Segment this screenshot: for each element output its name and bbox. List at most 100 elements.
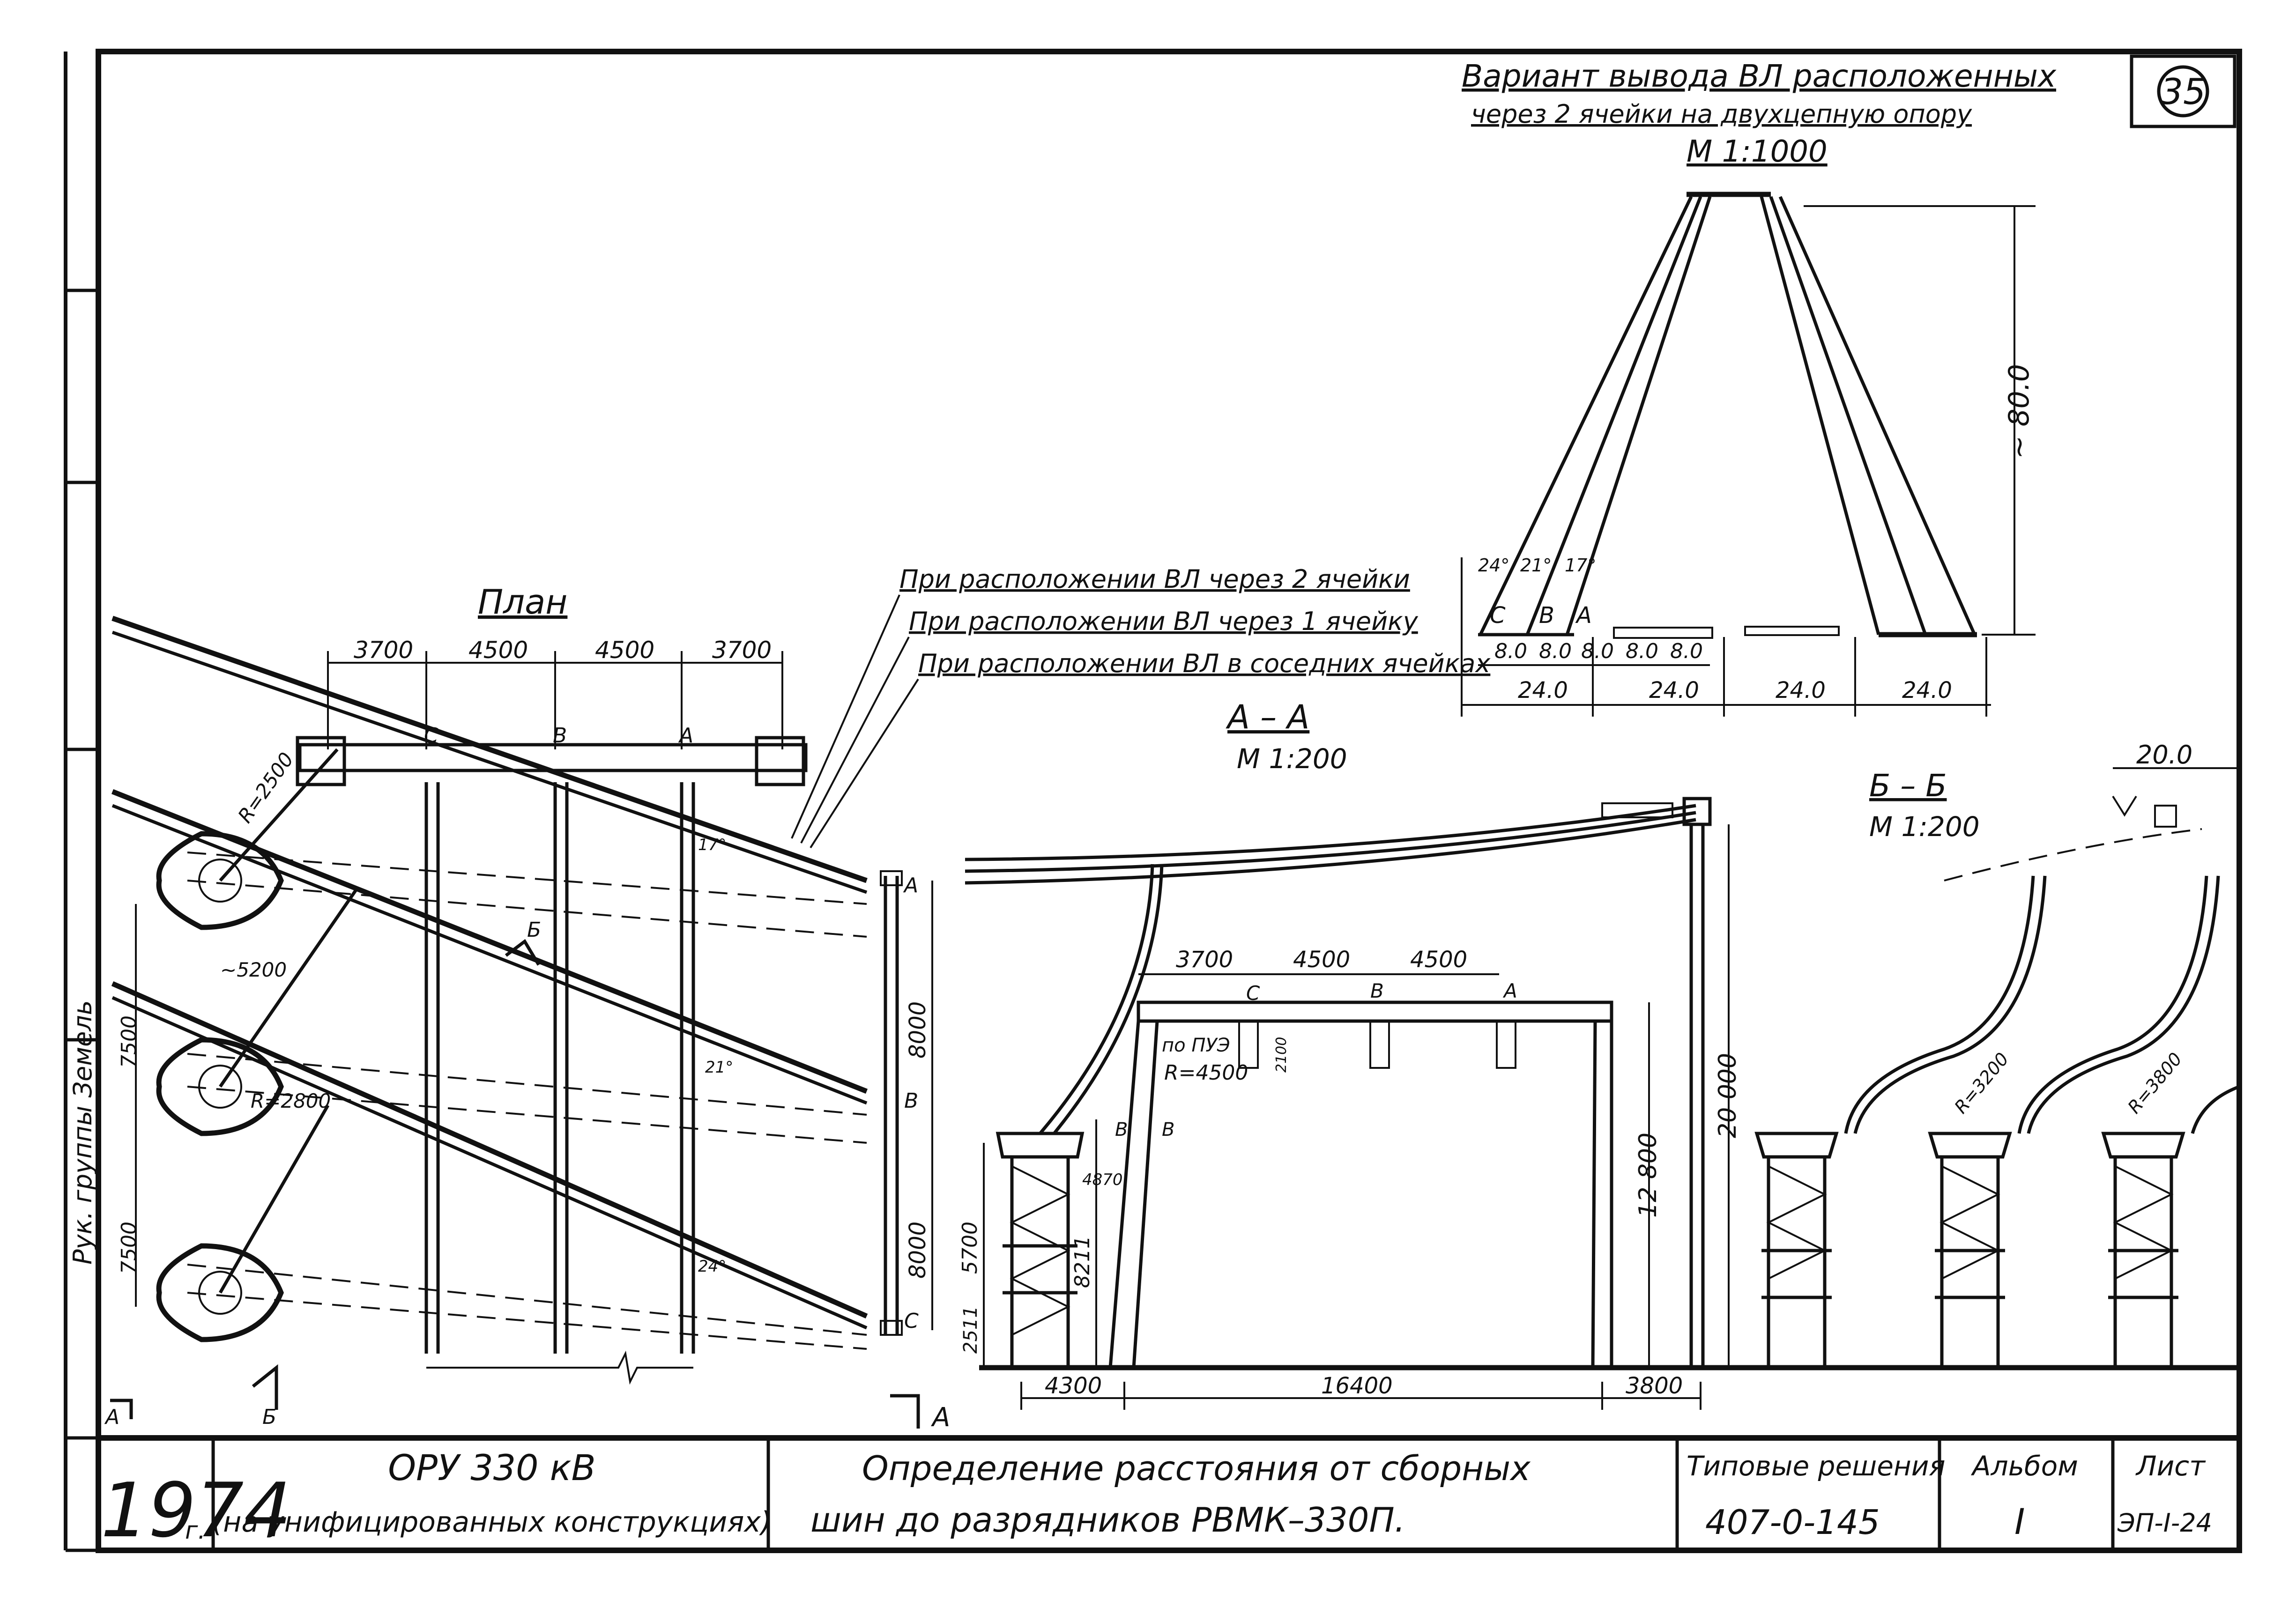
- plan-left-dim-1: 7500: [117, 1015, 141, 1068]
- variant-bay-4: 24.0: [1902, 677, 1952, 704]
- section-aa-scale: М 1:200: [1237, 743, 1347, 775]
- title-description-2: шин до разрядников РВМК–330П.: [810, 1500, 1405, 1540]
- aa-height-2100: 2100: [1273, 1037, 1290, 1073]
- aa-height-2511: 2511: [960, 1306, 981, 1354]
- plan-dim-2: 4500: [468, 637, 528, 664]
- plan-phase-b: В: [553, 724, 567, 748]
- variant-spacing-2: 8.0: [1539, 639, 1572, 663]
- aa-height-4870: 4870: [1082, 1170, 1123, 1189]
- aa-height-12800: 12 800: [1634, 1133, 1662, 1218]
- callouts: При расположении ВЛ через 2 ячейки При р…: [791, 564, 1491, 849]
- arrester-plan-3: [156, 1104, 330, 1342]
- plan-mark-a-2: А: [931, 1402, 950, 1433]
- aa-radius: R=4500: [1164, 1061, 1248, 1085]
- plan-mark-b-2: Б: [262, 1405, 276, 1429]
- title-project-sub: (на унифицированных конструкциях): [212, 1506, 772, 1539]
- aa-b-label-2: В: [1162, 1119, 1174, 1140]
- arrester-plan-1: [156, 748, 339, 930]
- plan-angle-2: 21°: [705, 1058, 733, 1077]
- bb-top-dim: 20.0: [2136, 740, 2192, 770]
- title-project: ОРУ 330 кВ: [388, 1447, 595, 1489]
- aa-dim-2: 4500: [1293, 947, 1350, 973]
- plan-angle-3: 24°: [698, 1257, 726, 1276]
- plan-view: План 3700 4500 4500 3700 С В А А В: [104, 582, 950, 1433]
- section-aa-title: А – А: [1226, 698, 1309, 736]
- callout-adjacent: При расположении ВЛ в соседних ячейках: [918, 649, 1491, 678]
- plan-right-dim-2: 8000: [905, 1222, 931, 1279]
- variant-phase-a: А: [1575, 602, 1592, 629]
- plan-right-dim-1: 8000: [905, 1001, 931, 1059]
- bb-radius-2: R=3800: [2124, 1049, 2186, 1118]
- plan-dim-3: 4500: [595, 637, 654, 664]
- aa-phase-b: В: [1370, 979, 1384, 1002]
- plan-radius-1: R=2500: [233, 748, 298, 827]
- variant-spacing-3: 8.0: [1581, 639, 1614, 663]
- arrester-aa: [996, 1132, 1085, 1368]
- variant-bay-2: 24.0: [1649, 677, 1699, 704]
- variant-height: ~ 80.0: [2003, 364, 2036, 459]
- title-series-value: 407-0-145: [1705, 1503, 1880, 1542]
- plan-mark-a-1: А: [104, 1405, 119, 1429]
- aa-note: по ПУЭ: [1162, 1035, 1230, 1056]
- variant-phase-b: В: [1539, 602, 1554, 629]
- sheet-number-box: 35: [2130, 54, 2237, 128]
- plan-radius-2: R=2800: [251, 1089, 331, 1112]
- plan-right-a: А: [903, 874, 918, 897]
- title-series-label: Типовые решения: [1687, 1450, 1945, 1482]
- aa-b-label-1: В: [1115, 1119, 1128, 1140]
- variant-subtitle: через 2 ячейки на двухцепную опору: [1471, 99, 1972, 129]
- aa-bottom-dim-3: 3800: [1626, 1373, 1683, 1399]
- arrester-plan-2: [156, 889, 357, 1136]
- variant-title: Вариант вывода ВЛ расположенных: [1462, 58, 2057, 94]
- plan-left-dim-2: 7500: [117, 1222, 141, 1274]
- variant-spacing-1: 8.0: [1494, 639, 1527, 663]
- title-block: 1974 г. ОРУ 330 кВ (на унифицированных к…: [98, 1435, 2239, 1554]
- title-sheet-value: ЭП-I-24: [2117, 1508, 2212, 1538]
- variant-angle-3: 17°: [1565, 555, 1596, 576]
- variant-scale: М 1:1000: [1687, 134, 1828, 169]
- aa-phase-a: А: [1502, 979, 1517, 1002]
- aa-height-8211: 8211: [1070, 1236, 1094, 1288]
- section-bb-title: Б – Б: [1869, 768, 1947, 804]
- aa-dim-1: 3700: [1176, 947, 1233, 973]
- aa-height-20000: 20 000: [1714, 1053, 1742, 1138]
- variant-phase-c: С: [1490, 602, 1506, 629]
- arrester-bb-3: [2101, 1132, 2185, 1368]
- plan-approx-dim: ~5200: [220, 958, 287, 981]
- plan-angle-1: 17°: [698, 836, 726, 854]
- arrester-bb-1: [1754, 1132, 1839, 1368]
- plan-phase-a: А: [678, 724, 693, 748]
- callout-1-bay: При расположении ВЛ через 1 ячейку: [909, 607, 1419, 636]
- variant-diagram: Вариант вывода ВЛ расположенных через 2 …: [1461, 58, 2057, 717]
- variant-spacing-5: 8.0: [1670, 639, 1703, 663]
- aa-bottom-dim-1: 4300: [1045, 1373, 1102, 1399]
- plan-title: План: [478, 582, 567, 622]
- title-sheet-label: Лист: [2135, 1450, 2206, 1482]
- title-album-label: Альбом: [1970, 1450, 2078, 1482]
- title-album-value: I: [2014, 1501, 2025, 1542]
- aa-phase-c: С: [1246, 982, 1260, 1005]
- aa-bottom-dim-2: 16400: [1321, 1373, 1393, 1399]
- sheet-frame: [64, 49, 2242, 1553]
- bb-radius-1: R=3200: [1950, 1049, 2013, 1118]
- section-bb: Б – Б М 1:200 20.0: [1754, 740, 2240, 1368]
- title-description-1: Определение расстояния от сборных: [862, 1449, 1531, 1488]
- variant-bay-1: 24.0: [1518, 677, 1568, 704]
- variant-spacing-4: 8.0: [1626, 639, 1658, 663]
- plan-mark-b-1: Б: [527, 918, 541, 942]
- variant-bay-3: 24.0: [1776, 677, 1826, 704]
- variant-angle-1: 24°: [1478, 555, 1509, 576]
- arrester-bb-2: [1928, 1132, 2012, 1368]
- title-year-suffix: г.: [185, 1517, 206, 1545]
- margin-note: Рук. группы Земель: [68, 1000, 97, 1265]
- callout-2-bays: При расположении ВЛ через 2 ячейки: [899, 564, 1410, 594]
- plan-right-b: В: [904, 1089, 918, 1113]
- plan-dim-1: 3700: [354, 637, 413, 664]
- section-bb-scale: М 1:200: [1869, 811, 1980, 843]
- variant-angle-2: 21°: [1520, 555, 1552, 576]
- plan-dim-4: 3700: [712, 637, 772, 664]
- title-year: 1974: [101, 1466, 291, 1554]
- sheet-number: 35: [2161, 71, 2206, 112]
